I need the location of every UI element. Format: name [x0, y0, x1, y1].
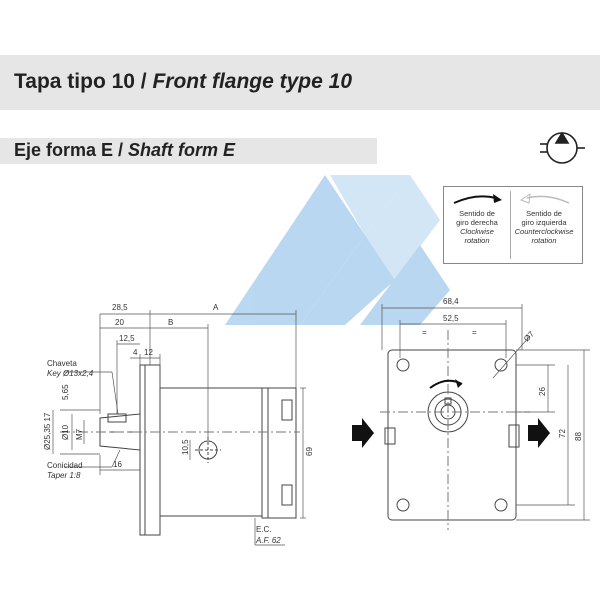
clockwise-es-2: giro derecha: [456, 218, 498, 227]
title-english: Front flange type 10: [152, 70, 352, 93]
page-subtitle: Eje forma E / Shaft form E: [14, 140, 235, 161]
dim-b-label: B: [168, 318, 173, 327]
dim-69-label: 69: [305, 447, 314, 456]
clockwise-cell: Sentido de giro derecha Clockwise rotati…: [444, 209, 510, 245]
counterclockwise-en-2: rotation: [531, 236, 557, 245]
dim-16-label: 16: [113, 460, 122, 469]
front-view-labels: 68,4 52,5 = = Ø7 26 72 88: [422, 297, 583, 441]
front-view-dimensions: [381, 304, 590, 521]
title-spanish: Tapa tipo 10 /: [14, 70, 153, 93]
subtitle-band: [0, 138, 377, 164]
counterclockwise-es-2: giro izquierda: [521, 218, 567, 227]
side-view: [60, 364, 300, 536]
dim-20-label: 20: [115, 318, 124, 327]
side-view-labels: 28,5 A 20 B 12,5 4 12 5,65 Ø25,35 17 Ø10…: [43, 303, 314, 545]
dim-72-label: 72: [558, 429, 567, 438]
watermark-logo: [225, 175, 450, 325]
clockwise-en-1: Clockwise: [460, 227, 494, 236]
subtitle-english: Shaft form E: [128, 140, 236, 160]
taper-english-label: Taper 1:8: [47, 471, 81, 480]
dim-d7-label: Ø7: [522, 329, 536, 343]
dim-52-5-label: 52,5: [443, 314, 459, 323]
taper-spanish-label: Conicidad: [47, 461, 83, 470]
clockwise-en-2: rotation: [464, 236, 490, 245]
dim-m7-label: M7: [75, 428, 84, 440]
equal-right-label: =: [472, 328, 477, 337]
counterclockwise-en-1: Counterclockwise: [514, 227, 574, 236]
dim-a-label: A: [213, 303, 219, 312]
ec-english-label: A.F. 62: [255, 536, 281, 545]
dim-26-label: 26: [538, 387, 547, 396]
dim-68-4-label: 68,4: [443, 297, 459, 306]
dim-10-5-label: 10,5: [181, 439, 190, 455]
counterclockwise-cell: Sentido de giro izquierda Counterclockwi…: [511, 209, 577, 245]
front-view: [380, 330, 530, 530]
dim-12-label: 12: [144, 348, 153, 357]
dim-d10-label: Ø10: [61, 424, 70, 440]
pump-symbol-icon: [540, 131, 585, 164]
ec-spanish-label: E.C.: [256, 525, 272, 534]
dim-4-label: 4: [133, 348, 138, 357]
counterclockwise-es-1: Sentido de: [526, 209, 562, 218]
subtitle-spanish: Eje forma E /: [14, 140, 129, 160]
clockwise-arrow-icon: [452, 191, 504, 212]
rotation-arrow-icon: [429, 379, 463, 389]
legend-divider: [510, 191, 511, 259]
clockwise-es-1: Sentido de: [459, 209, 495, 218]
inlet-arrow-icon: [352, 418, 374, 448]
side-view-dimensions: [52, 310, 306, 546]
dim-5-65-label: 5,65: [61, 384, 70, 400]
counterclockwise-arrow-icon: [519, 191, 571, 212]
dim-12-5-label: 12,5: [119, 334, 135, 343]
rotation-legend: Sentido de giro derecha Clockwise rotati…: [443, 186, 583, 264]
page-title: Tapa tipo 10 / Front flange type 10: [14, 70, 352, 94]
dim-28-5-label: 28,5: [112, 303, 128, 312]
equal-left-label: =: [422, 328, 427, 337]
outlet-arrow-icon: [528, 418, 550, 448]
key-english-label: Key Ø13x2,4: [47, 369, 94, 378]
dim-88-label: 88: [574, 432, 583, 441]
title-band: [0, 55, 600, 110]
dim-d25-label: Ø25,35 17: [43, 412, 52, 450]
key-spanish-label: Chaveta: [47, 359, 77, 368]
